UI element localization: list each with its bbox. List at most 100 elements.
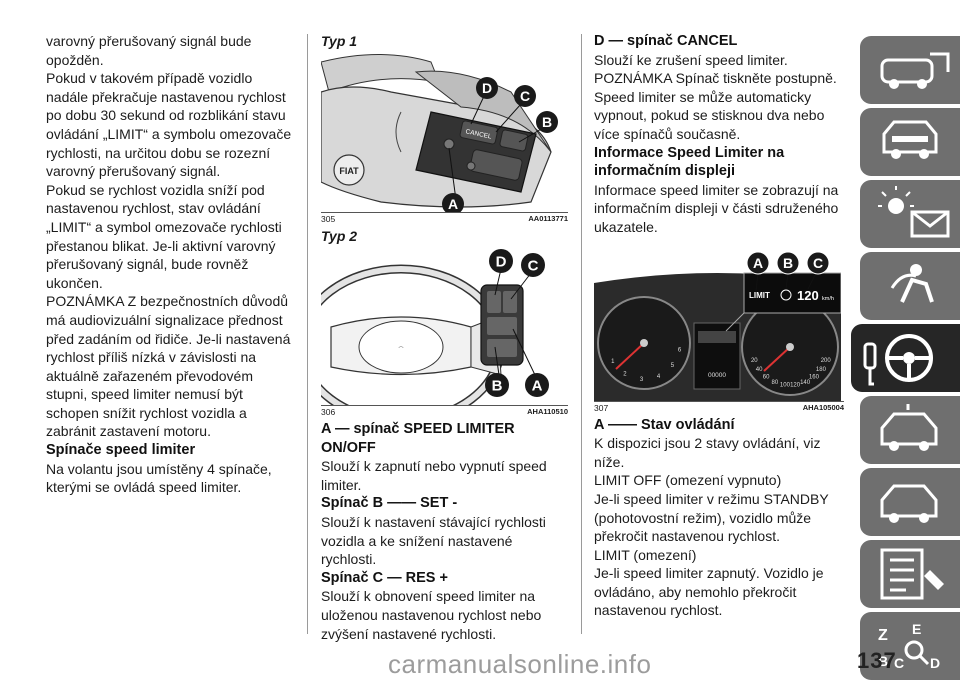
callout-badge: A bbox=[746, 251, 770, 275]
chapter-tab[interactable] bbox=[860, 468, 960, 536]
chapter-tab[interactable] bbox=[860, 252, 960, 320]
gauge-tick-label: 6 bbox=[678, 347, 682, 353]
section-heading: Spínač B —— SET - bbox=[321, 495, 458, 512]
svg-text:B: B bbox=[492, 378, 503, 395]
callout-badge: A bbox=[525, 373, 549, 397]
svg-text:D: D bbox=[930, 655, 940, 671]
technical-data-icon bbox=[880, 548, 944, 600]
paragraph: varovný přerušovaný signál bude opožděn. bbox=[46, 33, 252, 68]
watermark: carmanualsonline.info bbox=[388, 649, 652, 679]
svg-text:C: C bbox=[520, 88, 530, 104]
paragraph: Na volantu jsou umístěny 4 spínače, kter… bbox=[46, 460, 272, 496]
chapter-tab[interactable] bbox=[860, 36, 960, 104]
callout-badge: D bbox=[476, 77, 498, 99]
svg-text:D: D bbox=[482, 80, 492, 96]
section-heading: Spínače speed limiter bbox=[46, 442, 196, 459]
column-3: D — spínač CANCEL Slouží ke zrušení spee… bbox=[594, 32, 844, 620]
figure-caption: 305 AA0113771 bbox=[321, 212, 568, 224]
section-heading: D — spínač CANCEL bbox=[594, 33, 738, 49]
section-heading: A — spínač SPEED LIMITER ON/OFF bbox=[321, 421, 515, 456]
figure-306: ⌒ D C B bbox=[321, 247, 568, 405]
chapter-tab[interactable] bbox=[860, 180, 960, 248]
gauge-tick-label: 160 bbox=[809, 374, 820, 380]
svg-text:D: D bbox=[496, 254, 507, 271]
paragraph: Slouží ke zrušení speed limiter. bbox=[594, 51, 788, 68]
figure-code: AHA110510 bbox=[527, 407, 568, 416]
figure-305: FIAT CANCEL D C bbox=[321, 52, 568, 212]
svg-text:A: A bbox=[448, 196, 458, 212]
svg-text:B: B bbox=[783, 255, 793, 271]
gauge-tick-label: 40 bbox=[756, 367, 763, 373]
gauge-tick-label: 1 bbox=[611, 359, 615, 365]
chapter-tab[interactable] bbox=[860, 540, 960, 608]
column-divider bbox=[307, 34, 308, 634]
paragraph: Slouží k obnovení speed limiter na ulože… bbox=[321, 588, 542, 642]
paragraph: Informace speed limiter se zobrazují na … bbox=[594, 181, 839, 235]
callout-badge: B bbox=[776, 251, 800, 275]
figure-type-label: Typ 1 bbox=[321, 33, 358, 49]
warning-lights-icon bbox=[878, 186, 950, 238]
gauge-tick-label: 5 bbox=[671, 363, 675, 369]
gauge-tick-label: 200 bbox=[821, 358, 832, 364]
emergency-icon bbox=[880, 404, 938, 451]
chapter-tab[interactable] bbox=[851, 324, 960, 392]
chapter-tab[interactable] bbox=[860, 396, 960, 464]
gauge-tick-label: 180 bbox=[816, 367, 827, 373]
section-heading: A —— Stav ovládání bbox=[594, 416, 735, 433]
note-paragraph: POZNÁMKA Z bezpečnostních důvodů má audi… bbox=[46, 293, 291, 440]
paragraph: Je-li speed limiter zapnutý. Vozidlo je … bbox=[594, 565, 824, 619]
steering-switches-type2-illustration: ⌒ D C B bbox=[321, 247, 568, 405]
callout-badge: B bbox=[485, 373, 509, 397]
gauge-tick-label: 20 bbox=[751, 358, 758, 364]
svg-text:C: C bbox=[528, 258, 539, 275]
svg-text:A: A bbox=[532, 378, 543, 395]
gauge-tick-label: 100 bbox=[780, 382, 791, 388]
section-heading: Spínač C — RES + bbox=[321, 569, 448, 586]
svg-text:⌒: ⌒ bbox=[398, 347, 403, 353]
paragraph: K dispozici jsou 2 stavy ovládání, viz n… bbox=[594, 435, 821, 470]
callout-badge: C bbox=[806, 251, 830, 275]
paragraph: Pokud se rychlost vozidla sníží pod nast… bbox=[46, 181, 282, 291]
svg-text:B: B bbox=[878, 653, 888, 669]
svg-text:B: B bbox=[542, 114, 552, 130]
gauge-tick-label: 4 bbox=[657, 373, 661, 379]
callout-badge: D bbox=[489, 249, 513, 273]
page-number: 137 bbox=[857, 648, 897, 673]
steering-wheel-key-icon bbox=[863, 334, 933, 386]
figure-number: 305 bbox=[321, 214, 336, 224]
car-dashboard-icon bbox=[882, 120, 938, 159]
gauge-tick-label: 120 bbox=[790, 382, 801, 388]
callout-badge: B bbox=[536, 111, 558, 133]
column-2: Typ 1 FIAT CANCEL bbox=[321, 32, 568, 643]
fiat-logo: FIAT bbox=[339, 166, 359, 176]
svg-text:C: C bbox=[894, 655, 904, 671]
note-paragraph: POZNÁMKA Spínač tiskněte postupně. Speed… bbox=[594, 70, 837, 142]
safety-airbag-icon bbox=[890, 264, 934, 303]
figure-code: AA0113771 bbox=[528, 214, 568, 223]
speed-unit: km/h bbox=[822, 296, 834, 302]
column-divider bbox=[581, 34, 582, 634]
column-1: varovný přerušovaný signál bude opožděn.… bbox=[46, 32, 294, 497]
steering-switches-type1-illustration: FIAT CANCEL D C bbox=[321, 52, 568, 212]
limit-status-label: LIMIT bbox=[749, 291, 770, 300]
paragraph: Pokud v takovém případě vozidlo nadále p… bbox=[46, 70, 292, 180]
figure-caption: 307 AHA105004 bbox=[594, 400, 844, 413]
figure-caption: 306 AHA110510 bbox=[321, 405, 568, 417]
svg-text:Z: Z bbox=[878, 627, 888, 644]
figure-number: 306 bbox=[321, 407, 336, 417]
odometer-readout: 00000 bbox=[708, 372, 726, 379]
callout-badge: A bbox=[442, 193, 464, 212]
gauge-tick-label: 2 bbox=[623, 371, 627, 377]
chapter-tab[interactable] bbox=[860, 108, 960, 176]
car-info-icon bbox=[880, 52, 950, 89]
figure-number: 307 bbox=[594, 402, 609, 413]
paragraph: Slouží k zapnutí nebo vypnutí speed limi… bbox=[321, 458, 547, 493]
figure-type-label: Typ 2 bbox=[321, 228, 358, 244]
callout-badge: C bbox=[514, 85, 536, 107]
